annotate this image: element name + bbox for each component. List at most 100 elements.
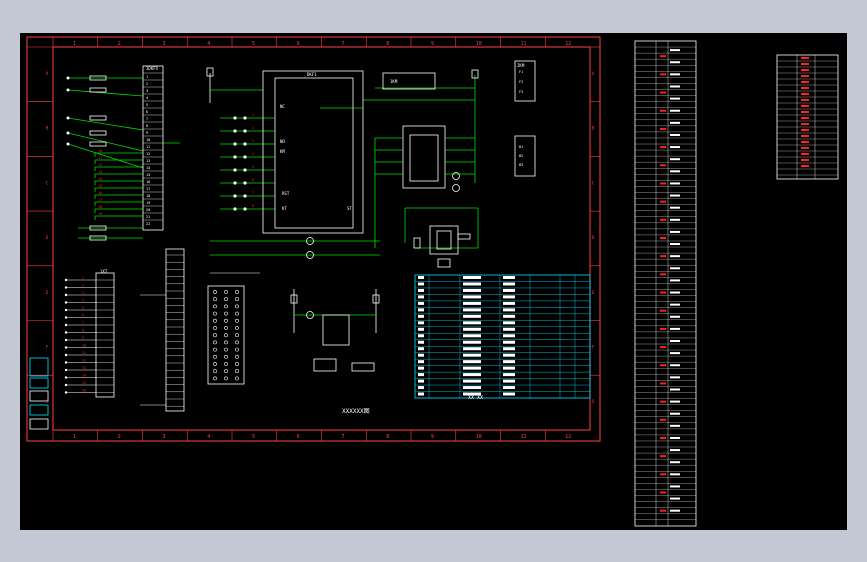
terminal-dot	[64, 368, 68, 372]
switch-contact	[233, 155, 237, 159]
io-pin: B2	[519, 154, 523, 158]
column-number: 3	[163, 434, 166, 440]
parts-list-mark	[660, 455, 666, 458]
parts-list-mark	[660, 273, 666, 276]
matrix-contact	[235, 362, 239, 366]
pump-relay	[322, 314, 350, 346]
switch-contact	[243, 116, 247, 120]
wire-label: 7	[252, 191, 254, 195]
table-cell-text	[418, 366, 424, 370]
wire-label: 5	[252, 165, 254, 169]
terminal-number: 7	[146, 117, 148, 121]
column-number: 7	[342, 41, 345, 47]
wire-label: 18	[98, 205, 102, 209]
contactor-box	[402, 125, 446, 189]
table-cell-text	[418, 353, 424, 357]
parts-list-text	[670, 364, 680, 367]
matrix-contact	[213, 376, 217, 381]
table-cell-text	[418, 360, 424, 364]
matrix-contact	[235, 340, 239, 345]
column-number: 10	[476, 41, 482, 47]
power-terminal	[290, 294, 298, 304]
parts-list-text	[670, 158, 680, 161]
wire-label: 9	[82, 336, 84, 340]
parts-list-text	[670, 97, 680, 100]
wire-label: 19	[98, 212, 102, 216]
row-letter: C	[46, 180, 49, 185]
red-labels: 1011121314151617181912345678123456789101…	[82, 113, 254, 393]
relay-box	[382, 72, 436, 90]
matrix-contact	[224, 369, 228, 374]
terminal-dot	[64, 316, 68, 319]
wire-label: 2	[252, 126, 254, 130]
parts-list-text	[670, 461, 680, 464]
fuse-symbol	[89, 141, 107, 147]
terminal-strip-left	[95, 272, 115, 398]
table-cell-text	[463, 295, 481, 299]
resistor	[457, 233, 471, 240]
terminal-number: 21	[146, 215, 150, 219]
row-letter: D	[46, 235, 49, 240]
revision-mark	[801, 135, 809, 137]
wire-label: 4	[252, 152, 254, 156]
table-cell-text	[463, 308, 481, 312]
parts-list-mark	[660, 182, 666, 185]
table-cell-text	[503, 288, 515, 292]
transformer-box	[429, 225, 459, 255]
parts-list-text	[670, 340, 680, 342]
table-cell-text	[418, 373, 424, 377]
fuse-symbol	[89, 87, 107, 93]
matrix-contact	[224, 362, 228, 366]
legend-title: XX XX	[468, 395, 483, 401]
parts-list-text	[670, 194, 680, 197]
parts-list-text	[670, 497, 680, 500]
connector-block	[351, 362, 375, 372]
parts-list-mark	[660, 255, 666, 258]
wire-label: 14	[98, 177, 102, 181]
column-number: 9	[431, 434, 434, 440]
switch-contact	[243, 129, 247, 133]
table-cell-text	[418, 334, 424, 338]
terminal-number: 16	[146, 180, 150, 184]
column-number: 2	[118, 41, 121, 47]
parts-list-mark	[660, 146, 666, 149]
pump-lamp	[306, 311, 314, 319]
fuse-symbol	[89, 225, 107, 231]
wire-label: 8	[252, 204, 254, 208]
matrix-contact	[235, 369, 239, 374]
table-cell-text	[418, 379, 424, 383]
table-cell-text	[463, 301, 481, 305]
stamp-box	[29, 418, 49, 430]
table-cell-text	[418, 347, 424, 351]
parts-list-mark	[660, 436, 666, 439]
row-letter: E	[592, 290, 595, 295]
row-letter: A	[46, 71, 49, 76]
switch-contact	[233, 168, 237, 172]
switch-contact	[233, 207, 237, 211]
matrix-contact	[235, 290, 239, 294]
matrix-contact	[235, 333, 239, 338]
parts-list-text	[670, 133, 680, 136]
wire-label: 8	[82, 329, 84, 333]
wire-label: 15	[82, 381, 86, 385]
relay-box-label: 1KM	[390, 79, 398, 84]
parts-list-mark	[660, 236, 666, 239]
drawing-title: XXXXXX图	[342, 408, 370, 415]
row-letter: B	[592, 126, 595, 131]
parts-list-text	[670, 424, 680, 427]
terminal-dot	[64, 308, 68, 312]
revision-mark	[801, 99, 809, 101]
terminal-number: 11	[146, 145, 150, 149]
terminal-dot	[64, 361, 68, 364]
parts-list-text	[670, 449, 680, 452]
table-cell-text	[463, 347, 481, 351]
wire-label: 13	[82, 366, 86, 370]
parts-list-text	[670, 230, 680, 233]
parts-list-text	[670, 218, 680, 221]
fuse-symbol	[89, 235, 107, 241]
wire-label: 1	[252, 113, 254, 117]
table-cell-text	[463, 386, 481, 390]
column-number: 7	[342, 434, 345, 440]
